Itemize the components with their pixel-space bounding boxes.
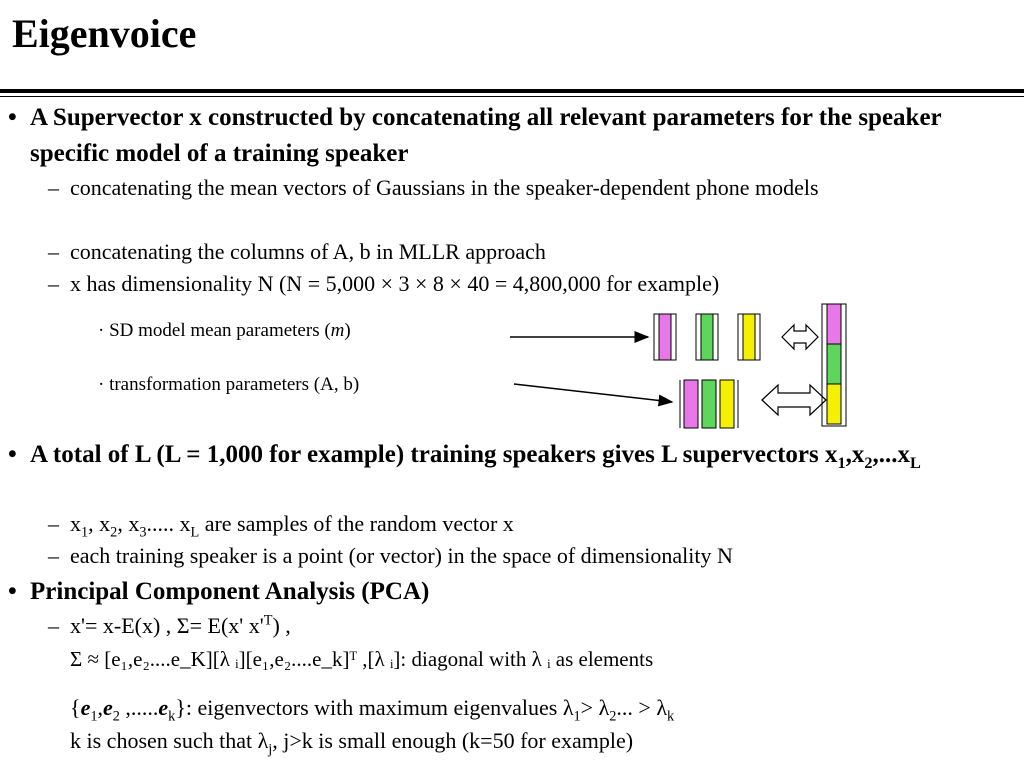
bullet-training-speakers: • A total of L (L = 1,000 for example) t… bbox=[8, 441, 921, 472]
double-arrow-top-icon bbox=[781, 323, 819, 351]
sub-bullet-covariance: – x'= x-E(x) , Σ= E(x' x'T) , bbox=[48, 612, 291, 638]
diagram-label-transformation: · transformation parameters (A, b) bbox=[98, 374, 360, 395]
eigenvectors-line: {e1,e2 ,.....ek}: eigenvectors with maxi… bbox=[70, 695, 675, 725]
mean-vector-green bbox=[695, 313, 719, 361]
sub-bullet-mllr: – concatenating the columns of A, b in M… bbox=[48, 239, 546, 264]
arrow-to-transform-vectors bbox=[513, 383, 674, 407]
sub-bullet-point-in-space: – each training speaker is a point (or v… bbox=[48, 543, 733, 568]
k-choice-line: k is chosen such that λj, j>k is small e… bbox=[70, 728, 634, 758]
sub-bullet-dimensionality: – x has dimensionality N (N = 5,000 × 3 … bbox=[48, 271, 720, 296]
title-rule-thin bbox=[0, 96, 1024, 97]
title-rule-thick bbox=[0, 89, 1024, 93]
sub-bullet-samples: – x1, x2, x3..... xL are samples of the … bbox=[48, 511, 514, 541]
transform-column-yellow bbox=[719, 379, 735, 429]
eigen-decomposition-equation: Σ ≈ [e₁,e₂....e_K][λ ᵢ][e₁,e₂....e_k]ᵀ ,… bbox=[70, 647, 654, 671]
mean-vector-yellow bbox=[737, 313, 761, 361]
transform-column-green bbox=[701, 379, 717, 429]
diagram-label-sd-model: · SD model mean parameters (m) bbox=[98, 320, 351, 341]
page-title: Eigenvoice bbox=[12, 11, 197, 56]
bullet-supervector: • A Supervector x constructed by concate… bbox=[8, 104, 942, 167]
supervector-column bbox=[821, 303, 847, 427]
supervector-diagram bbox=[510, 303, 847, 429]
double-arrow-bottom-icon bbox=[761, 383, 827, 417]
sub-bullet-mean-vectors: – concatenating the mean vectors of Gaus… bbox=[48, 175, 819, 200]
transform-column-magenta bbox=[683, 379, 699, 429]
mean-vector-magenta bbox=[653, 313, 677, 361]
bullet-pca: • Principal Component Analysis (PCA) bbox=[8, 578, 430, 605]
